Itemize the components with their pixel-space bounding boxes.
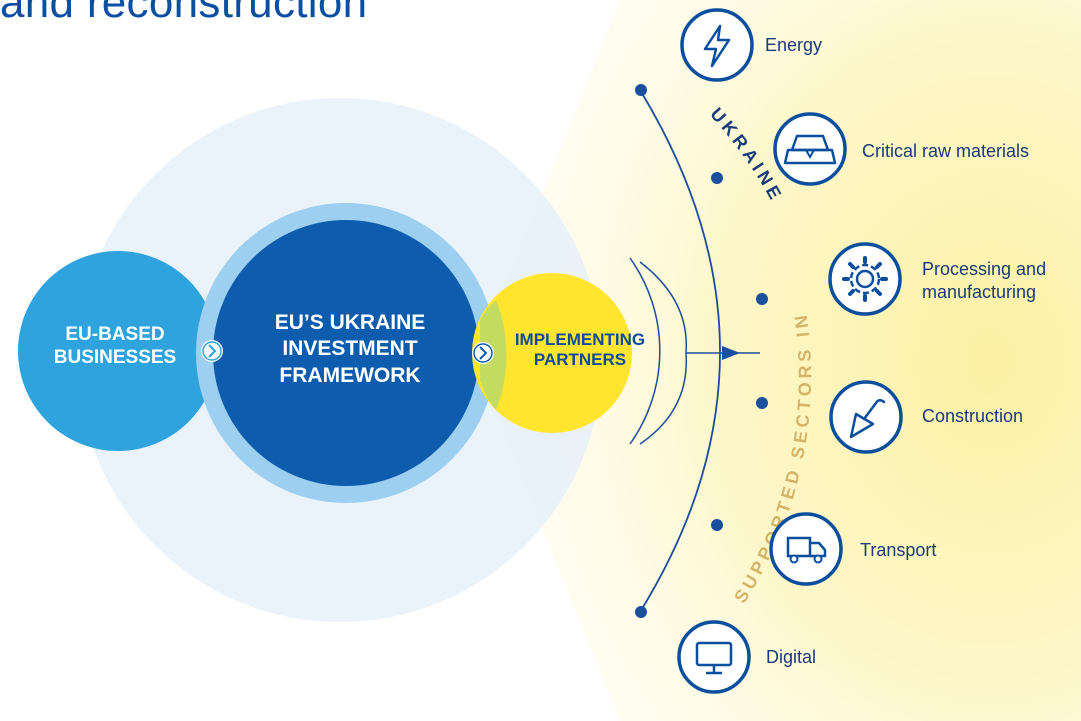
uif-label-line: EU’S UKRAINE [274,311,426,334]
sector-label-text: manufacturing [922,281,1037,302]
arc-dot-3 [756,293,768,305]
gold-bars-icon [773,112,847,186]
arc-dot-1 [635,84,647,96]
sector-label-critical-raw-materials: Critical raw materials [862,140,1029,163]
arc-dot-2 [711,172,723,184]
uif-label-line: INVESTMENT [282,337,418,361]
uif-circle [213,220,479,486]
sector-label-text: Digital [766,647,817,667]
uif-label: EU’S UKRAINE INVESTMENT FRAMEWORK [245,310,455,389]
sector-label-construction: Construction [922,405,1023,428]
eu-based-label-line: EU-BASED [65,324,165,345]
sector-label-energy: Energy [765,34,822,57]
monitor-icon [677,620,751,694]
connector-chevron-1 [201,340,223,362]
trowel-icon [829,380,903,454]
connector-chevron-2 [472,342,494,364]
sectors-arc [639,89,721,613]
diagram-title: and reconstruction [0,0,368,27]
arc-dot-5 [711,519,723,531]
arc-dot-4 [756,397,768,409]
eu-based-label-line: BUSINESSES [53,346,177,368]
sector-label-text: Transport [860,540,937,560]
eu-based-businesses-circle [18,251,218,451]
gear-icon [828,242,902,316]
truck-icon [769,512,843,586]
partners-label-line: PARTNERS [533,350,627,370]
sector-label-text: Critical raw materials [862,141,1030,161]
sector-label-digital: Digital [766,646,816,669]
sector-label-processing-manufacturing: Processing and manufacturing [922,258,1046,303]
implementing-partners-label: IMPLEMENTING PARTNERS [495,330,665,371]
eu-based-businesses-label: EU-BASED BUSINESSES [40,324,190,370]
uif-label-line: FRAMEWORK [279,363,421,387]
sectors-fan [475,0,1081,721]
flow-arrow-head [722,346,740,360]
sector-label-text: Processing and [922,259,1047,279]
sector-label-transport: Transport [860,539,936,562]
sectors-arc-dots [635,84,768,618]
implementing-partners-circle [472,273,632,433]
sector-label-text: Energy [765,35,823,55]
sector-label-text: Construction [922,406,1024,426]
lightning-bolt-icon [680,8,754,82]
partners-outer-arc-1 [629,257,661,445]
partners-label-line: IMPLEMENTING [514,330,646,349]
arc-dot-6 [635,606,647,618]
